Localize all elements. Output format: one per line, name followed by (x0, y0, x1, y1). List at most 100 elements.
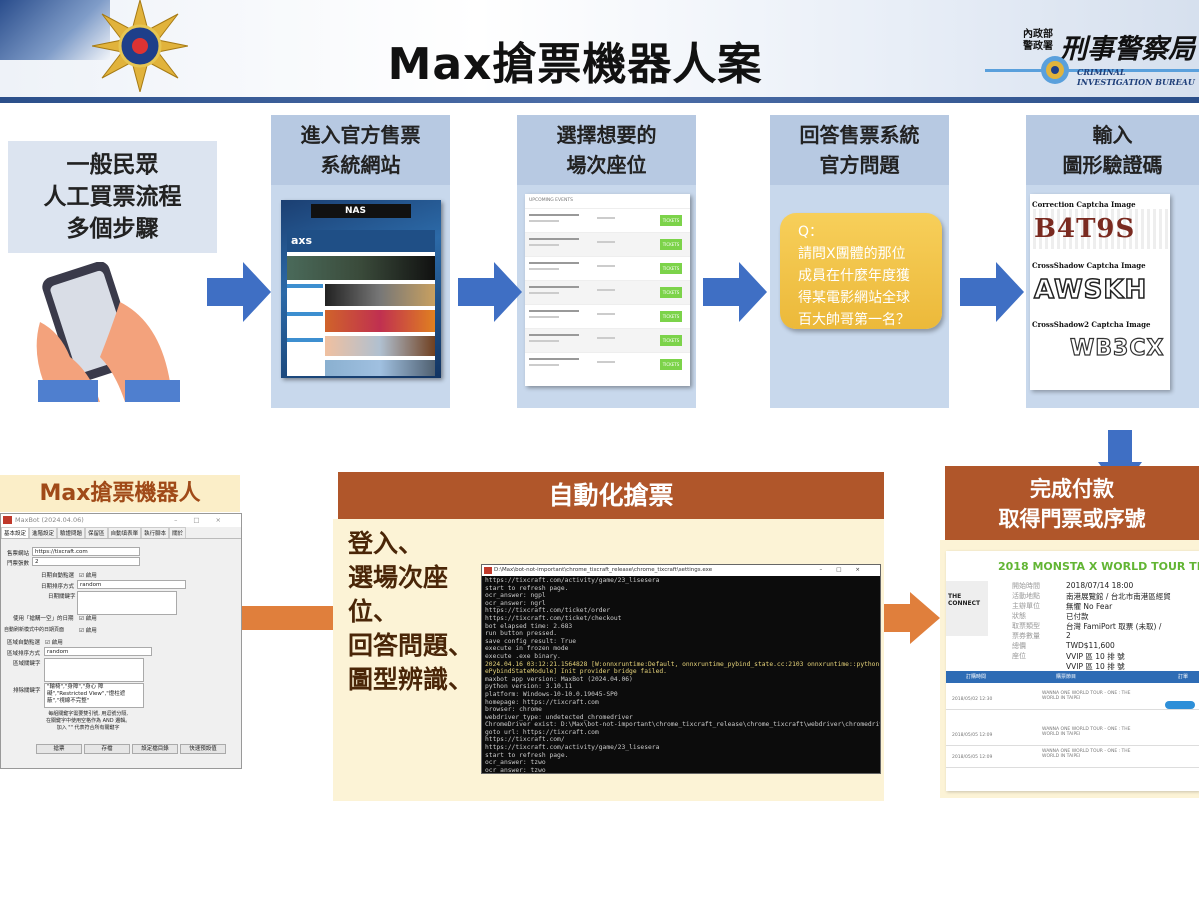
step-line: 官方問題 (819, 153, 900, 177)
window-controls[interactable]: –□× (174, 516, 237, 524)
event-row: TICKETS (525, 208, 690, 232)
tab-4[interactable]: 自動填表單 (107, 527, 142, 538)
phone-hands-illustration (30, 261, 180, 402)
tickets-button[interactable]: TICKETS (660, 239, 682, 250)
window-title: MaxBot (2024.04.06) (15, 516, 84, 524)
save-button[interactable]: 存檔 (84, 744, 130, 754)
order-action-button[interactable] (1165, 701, 1195, 709)
axs-logo: axs (287, 230, 435, 252)
date-auto-label: 日期自動點選 (41, 573, 75, 579)
detail-value: 南港展覽館 / 台北市南港區經貿 (1066, 592, 1171, 601)
ticket-site-screenshot: NAS axs (281, 200, 441, 378)
tab-5[interactable]: 執行腳本 (141, 527, 170, 538)
site-label: 售票網站 (7, 551, 30, 557)
tickets-button[interactable]: TICKETS (660, 263, 682, 274)
intro-line: 一般民眾 (66, 152, 159, 178)
refresh-checkbox[interactable]: ☑ 啟用 (79, 628, 97, 634)
event-row: TICKETS (525, 232, 690, 256)
step-line: 輸入 (1092, 123, 1133, 147)
detail-value: TWD$11,600 (1066, 641, 1115, 650)
tickets-button[interactable]: TICKETS (660, 215, 682, 226)
tab-0[interactable]: 基本設定 (1, 527, 30, 538)
tickets-button[interactable]: TICKETS (660, 335, 682, 346)
automation-step: 圖型辨識、 (348, 665, 474, 694)
terminal-line: python version: 3.10.11 (485, 683, 573, 691)
tickets-button[interactable]: TICKETS (660, 359, 682, 370)
question-line: 得某電影網站全球 (798, 290, 910, 306)
detail-value: VVIP 區 10 排 號 (1066, 652, 1125, 661)
terminal-line: platform: Windows-10-10.0.19045-SP0 (485, 690, 618, 698)
enable-text: 啟用 (85, 628, 97, 634)
question-bubble: Q： 請問X團體的那位 成員在什麼年度獲 得某電影網站全球 百大帥哥第一名？ (780, 213, 942, 329)
order-event: WANNA ONE WORLD TOUR - ONE : THE WORLD I… (1042, 691, 1131, 701)
captcha-image: B4T9S (1030, 209, 1170, 249)
detail-value: 2 (1066, 631, 1071, 640)
event-row: TICKETS (525, 280, 690, 304)
note-line: 在關鍵字中使用空格作為 AND 邏輯。 (46, 718, 131, 724)
window-controls[interactable]: –□× (819, 567, 874, 573)
terminal-window: D:\Max\bot-not-important\chrome_tixcraft… (481, 564, 881, 774)
tab-6[interactable]: 關於 (169, 527, 187, 538)
terminal-titlebar: D:\Max\bot-not-important\chrome_tixcraft… (482, 565, 880, 576)
area-auto-checkbox[interactable]: ☑ 啟用 (45, 640, 63, 646)
payment-header: 完成付款 取得門票或序號 (945, 466, 1199, 540)
config-folder-button[interactable]: 設定檔目錄 (132, 744, 178, 754)
event-row: TICKETS (525, 304, 690, 328)
date-auto-checkbox[interactable]: ☑ 啟用 (79, 573, 97, 579)
orders-table-header: 訂購時間 購票節目 訂單 (946, 671, 1199, 683)
tab-1[interactable]: 進階設定 (29, 527, 58, 538)
terminal-line: webdriver_type: undetected_chromedriver (485, 713, 633, 721)
tab-3[interactable]: 保留區 (85, 527, 108, 538)
manual-process-box: 一般民眾 人工買票流程 多個步驟 (8, 141, 217, 253)
quick-defaults-button[interactable]: 快速預設值 (180, 744, 226, 754)
qty-select[interactable]: 2 (32, 557, 140, 566)
terminal-line: ChromeDriver exist: D:\Max\bot-not-impor… (485, 721, 881, 729)
right-arrow-icon (884, 592, 940, 644)
app-icon (3, 516, 12, 524)
step-line: 回答售票系統 (799, 123, 920, 147)
step-line: 圖形驗證碼 (1062, 153, 1163, 177)
terminal-line: goto url: https://tixcraft.com (485, 728, 599, 736)
police-emblem-icon (91, 0, 189, 94)
action-buttons: 搶票 存檔 設定檔目錄 快速預設值 (36, 744, 226, 754)
order-event: WANNA ONE WORLD TOUR - ONE : THE WORLD I… (1042, 749, 1131, 759)
terminal-line: https://tixcraft.com/activity/game/23_li… (485, 577, 660, 584)
step-header-answer-question: 回答售票系統官方問題 (770, 115, 949, 185)
terminal-line: https://tixcraft.com/ticket/order (485, 607, 611, 615)
event-poster: THE CONNECT (946, 581, 988, 636)
terminal-line: https://tixcraft.com/ (485, 736, 565, 744)
payment-title-line: 取得門票或序號 (998, 507, 1146, 531)
detail-value: 台灣 FamiPort 取票 (未取) / (1066, 622, 1162, 631)
terminal-line: maxbot app version: MaxBot (2024.04.06) (485, 675, 633, 683)
date-keyword-input[interactable] (77, 591, 177, 615)
tickets-button[interactable]: TICKETS (660, 311, 682, 322)
tab-2[interactable]: 驗證問題 (57, 527, 86, 538)
area-order-select[interactable]: random (44, 647, 152, 656)
terminal-line: run button pressed. (485, 630, 558, 638)
detail-label: 總價 (1012, 642, 1026, 650)
question-line: 百大帥哥第一名？ (798, 312, 910, 328)
event-row: TICKETS (525, 328, 690, 352)
soldout-checkbox[interactable]: ☑ 啟用 (79, 616, 97, 622)
terminal-line: save config result: True (485, 637, 576, 645)
tickets-button[interactable]: TICKETS (660, 287, 682, 298)
soldout-label: 使用「搶購一空」的日期 (13, 616, 74, 622)
detail-value: 已付款 (1066, 612, 1089, 621)
site-banner: NAS (311, 204, 411, 218)
site-select[interactable]: https://tixcraft.com (32, 547, 140, 556)
exclude-keyword-input[interactable]: "輪椅","身障","身心 障礙","Restricted View","燈柱遮… (44, 683, 144, 708)
captcha-label: CrossShadow Captcha Image (1032, 261, 1146, 270)
terminal-line: ocr_answer: ngrl (485, 599, 546, 607)
start-button[interactable]: 搶票 (36, 744, 82, 754)
date-order-label: 日期排序方式 (41, 584, 75, 590)
captcha-label: CrossShadow2 Captcha Image (1032, 320, 1151, 329)
poster-text: THE CONNECT (948, 593, 981, 607)
terminal-line: ePybindStateModule] Init provider bridge… (485, 668, 667, 676)
question-line: 成員在什麼年度獲 (798, 268, 910, 284)
area-keyword-input[interactable] (44, 658, 144, 682)
seat-list-header: UPCOMING EVENTS (529, 198, 573, 203)
terminal-line: 2024.04.16 03:12:21.1564828 [W:onnxrunti… (485, 660, 880, 668)
event-title: 2018 MONSTA X WORLD TOUR THE (998, 560, 1199, 573)
date-order-select[interactable]: random (77, 580, 186, 589)
qty-label: 門票張數 (7, 561, 30, 567)
